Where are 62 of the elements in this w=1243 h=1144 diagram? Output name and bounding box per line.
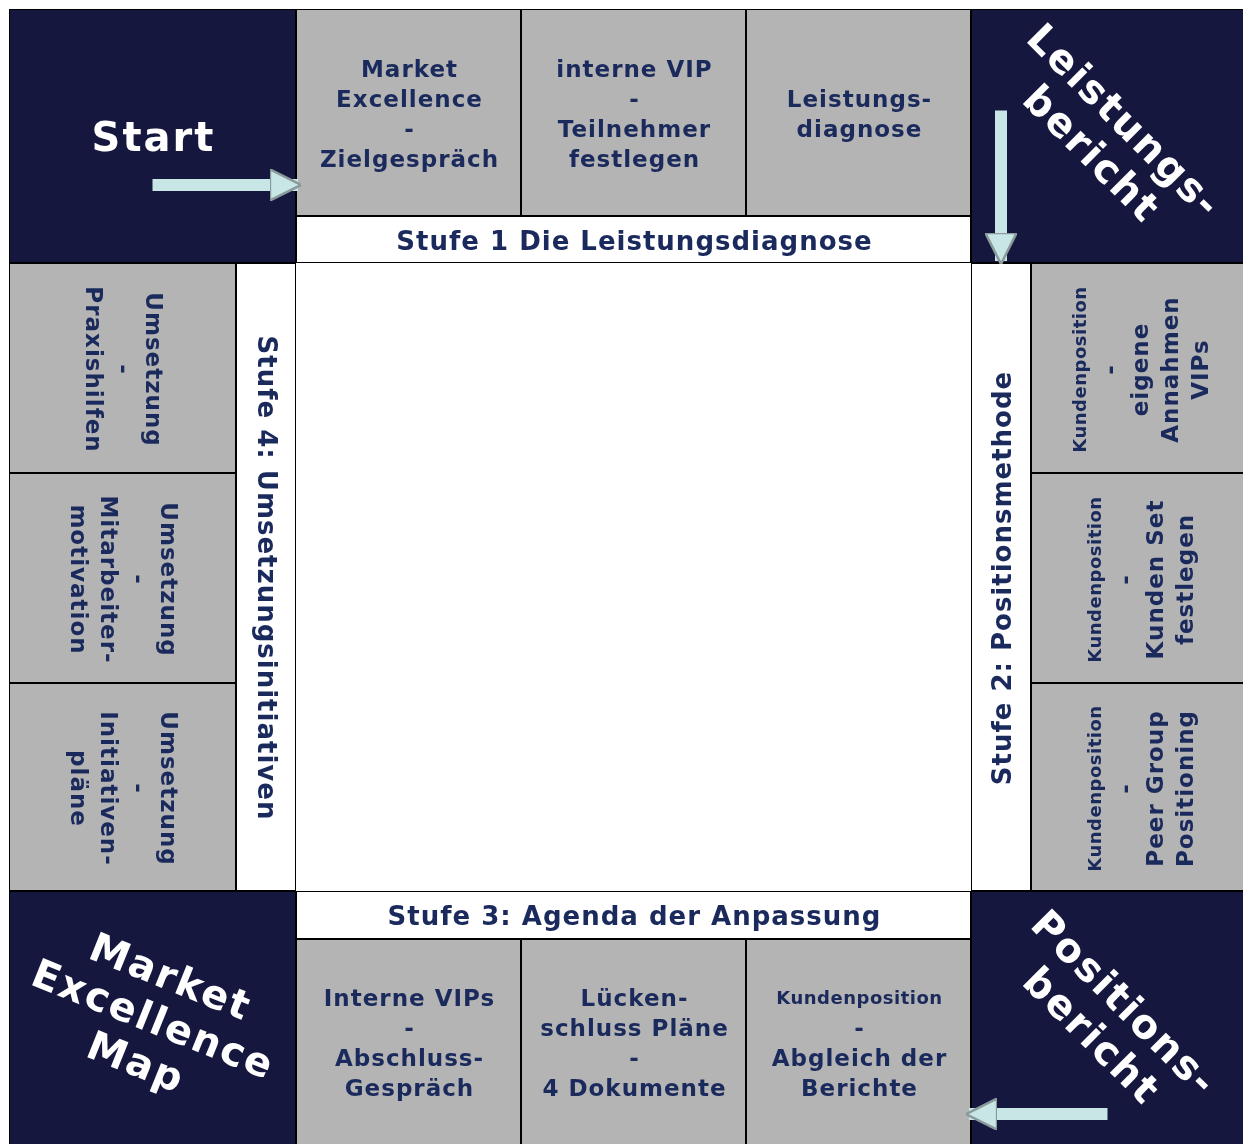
stage-title: Stufe 4: Umsetzungsinitiativen <box>252 335 282 821</box>
field-text: Zielgespräch <box>319 144 500 174</box>
corner-field <box>971 9 1243 263</box>
field-text: Teilnehmer festlegen <box>556 114 713 174</box>
board-field <box>9 473 236 683</box>
field-text: 4 Dokumente <box>542 1074 727 1103</box>
board-field <box>1031 683 1243 891</box>
arrow <box>984 110 1018 266</box>
stage-band <box>971 263 1031 891</box>
field-text: Umsetzung <box>154 501 183 657</box>
corner-field <box>9 9 296 263</box>
board-field <box>746 939 971 1144</box>
field-text: - <box>854 1014 865 1043</box>
field-text: Market Excellence <box>335 54 484 114</box>
field-text: - <box>124 782 153 794</box>
board-field <box>521 939 746 1144</box>
field-text: - <box>404 1014 415 1043</box>
board-field <box>9 263 236 473</box>
corner-title: Start <box>91 114 216 160</box>
field-text: - <box>629 1044 640 1073</box>
field-text: Mitarbeiter- motivation <box>64 493 123 666</box>
board-field <box>9 683 236 891</box>
field-text: - <box>1109 573 1138 585</box>
field-text: - <box>1094 363 1123 375</box>
stage-title: Stufe 1 Die Leistungsdiagnose <box>396 225 873 256</box>
field-text: Peer Group Positioning <box>1139 708 1199 869</box>
board-field <box>746 9 971 216</box>
field-text: Lücken- schluss Pläne <box>539 984 730 1043</box>
field-text: Leistungs- diagnose <box>785 84 934 144</box>
stage-title: Stufe 3: Agenda der Anpassung <box>387 901 882 931</box>
field-text: Abschluss- Gespräch <box>333 1044 486 1103</box>
stage-band <box>296 891 971 939</box>
field-text: eigene Annahmen VIPs <box>1124 294 1213 445</box>
field-text: interne VIP <box>556 54 713 84</box>
field-text: Initiativen- pläne <box>64 709 123 868</box>
field-text: Kunden Set festlegen <box>1139 498 1199 661</box>
stage-band <box>236 263 296 891</box>
stage-title: Stufe 2: Positionsmethode <box>987 370 1017 786</box>
field-text: Umsetzung <box>139 291 168 447</box>
field-text: Umsetzung <box>154 710 183 866</box>
field-text: Abgleich der Berichte <box>770 1044 949 1103</box>
field-text: Kundenposition <box>1066 285 1091 453</box>
arrow <box>152 168 303 202</box>
stage-band <box>296 216 971 263</box>
field-text: Praxishilfen <box>79 285 108 453</box>
field-text: - <box>629 84 640 114</box>
arrow <box>964 1097 1108 1131</box>
field-text: Interne VIPs <box>323 984 496 1013</box>
corner-field <box>9 891 296 1144</box>
board-field <box>296 939 521 1144</box>
field-text: - <box>124 573 153 585</box>
field-text: Kundenposition <box>1081 704 1106 872</box>
board-field <box>1031 473 1243 683</box>
field-text: - <box>1109 782 1138 794</box>
field-text: - <box>109 363 138 375</box>
field-text: Kundenposition <box>776 986 943 1010</box>
field-text: Kundenposition <box>1081 495 1106 663</box>
board-field <box>296 9 521 216</box>
corner-field <box>971 891 1243 1144</box>
field-text: - <box>404 114 415 144</box>
board-field <box>1031 263 1243 473</box>
board-field <box>521 9 746 216</box>
